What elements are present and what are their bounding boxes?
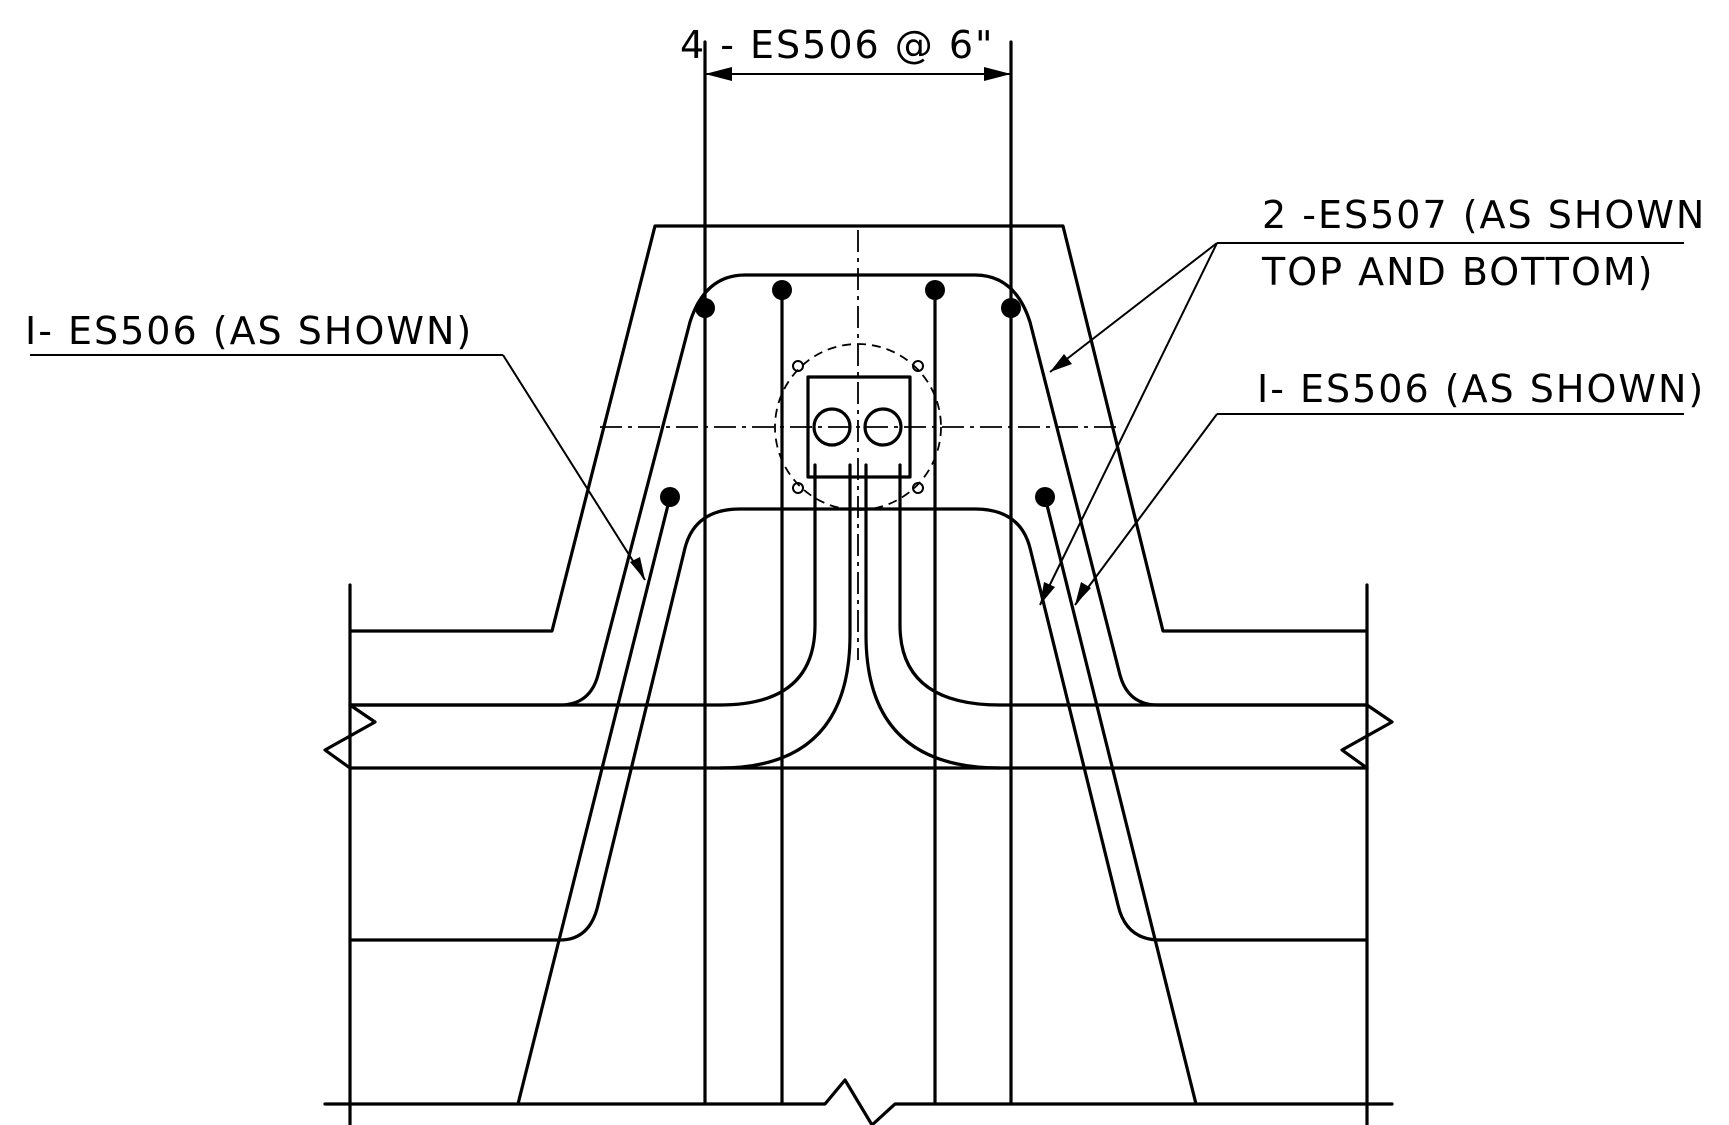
top-dimension-label: 4 - ES506 @ 6"	[680, 23, 995, 67]
inclined-bar-left	[516, 495, 672, 1106]
bar-dot	[660, 487, 680, 507]
bar-dot	[1001, 298, 1021, 318]
conduit-right	[863, 407, 903, 447]
inclined-bar-right	[1043, 495, 1198, 1106]
bottom-break-line	[323, 1078, 1394, 1125]
left-callout-label: I- ES506 (AS SHOWN)	[25, 309, 473, 353]
left-callout: I- ES506 (AS SHOWN)	[25, 309, 646, 581]
anchor-plate-assembly	[774, 343, 942, 511]
hooked-bar-right-inner	[864, 463, 1002, 770]
hooked-bar-right-outer	[898, 463, 1002, 707]
right-top-label-line2: TOP AND BOTTOM)	[1261, 250, 1654, 294]
bar-dot	[695, 298, 715, 318]
bar-dot	[772, 280, 792, 300]
right-top-callout: 2 -ES507 (AS SHOWN TOP AND BOTTOM)	[1039, 193, 1706, 606]
es507-outer-stirrup	[348, 273, 1369, 707]
top-dimension: 4 - ES506 @ 6"	[680, 23, 1011, 81]
concrete-outline	[348, 224, 1369, 1125]
anchor-plate	[806, 375, 912, 479]
bolt-circle	[774, 343, 942, 511]
right-callout: I- ES506 (AS SHOWN)	[1074, 367, 1705, 606]
right-callout-label: I- ES506 (AS SHOWN)	[1257, 367, 1705, 411]
bolt-hole	[792, 360, 804, 372]
es507-inner-stirrup	[558, 507, 1162, 942]
bar-dot	[1035, 487, 1055, 507]
bolt-hole	[912, 482, 924, 494]
conduit-left	[812, 407, 852, 447]
right-top-label-line1: 2 -ES507 (AS SHOWN	[1262, 193, 1706, 237]
bolt-hole	[912, 360, 924, 372]
hooked-bar-left-outer	[718, 463, 817, 707]
left-break-line	[323, 703, 377, 770]
bar-dot	[925, 280, 945, 300]
bolt-hole	[792, 482, 804, 494]
hooked-bar-left-inner	[718, 463, 852, 770]
right-break-line	[1340, 703, 1394, 770]
